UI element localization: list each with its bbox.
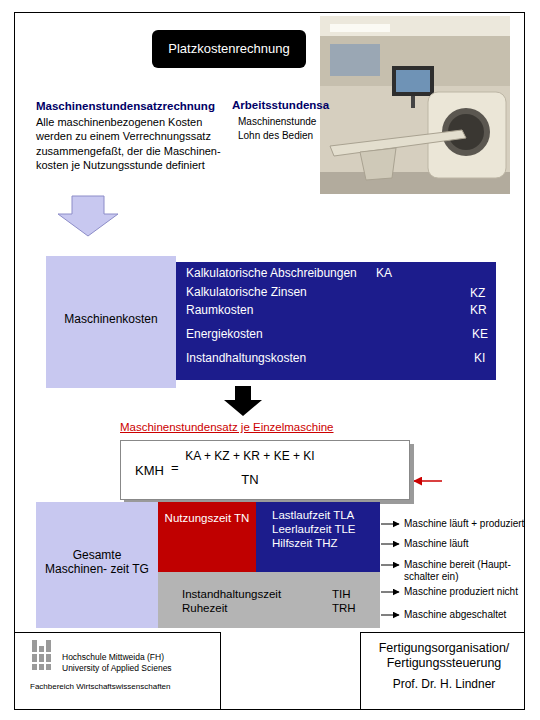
photo-table-base — [360, 148, 396, 180]
node-text: Energiekosten — [186, 327, 263, 341]
state-arrow — [381, 615, 399, 616]
state-arrow — [381, 565, 399, 566]
node-text: Leerlaufzeit TLE — [272, 523, 356, 537]
photo-table-top — [330, 130, 466, 156]
node-text: KA — [376, 266, 392, 280]
node-text: Hilfszeit THZ — [272, 537, 338, 551]
block-arrow-down — [224, 386, 262, 416]
section-heading: Maschinenstundensatzrechnung — [36, 100, 215, 114]
footer-rule — [360, 632, 361, 710]
node-text: KZ — [470, 286, 485, 300]
photo-window — [330, 44, 380, 76]
formula-heading: Maschinenstundensatz je Einzelmaschine — [120, 421, 334, 435]
photo-background — [320, 16, 510, 194]
formula-box: KMH =KA + KZ + KR + KE + KI TN — [120, 440, 410, 500]
node-text: KR — [470, 303, 487, 317]
block-arrow-down — [58, 196, 118, 236]
footer-rule — [360, 632, 524, 633]
state-note: Maschine bereit (Haupt- schalter ein) — [404, 559, 522, 583]
course-title: Fertigungsorganisation/ Fertigungssteuer… — [366, 641, 522, 671]
photo-ceiling-light — [330, 24, 390, 32]
ct-scanner-photo — [320, 16, 510, 194]
logo-bar — [39, 646, 44, 670]
idle-time-box: Instandhaltungszeit TIH Ruhezeit TRH — [158, 572, 380, 628]
node-text: KI — [474, 351, 485, 365]
institution-name: University of Applied Scienes — [62, 663, 172, 673]
node-text: Raumkosten — [186, 303, 253, 317]
description-text: Alle maschinenbezogenen Kosten werden zu… — [36, 115, 236, 172]
section-heading: Arbeitsstundensa — [232, 99, 329, 113]
description-text: Maschinenstunde — [238, 116, 316, 128]
author-name: Prof. Dr. H. Lindner — [366, 677, 522, 691]
pointer-arrow — [414, 480, 442, 482]
node-text: Platzkostenrechnung — [152, 41, 306, 57]
state-arrow — [381, 524, 399, 525]
department-name: Fachbereich Wirtschaftswissenschaften — [30, 682, 171, 692]
state-note: Maschine läuft + produziert — [404, 518, 524, 530]
logo-bar — [46, 640, 51, 670]
page-border — [15, 13, 525, 710]
node-text: Gesamte Maschinen- zeit TG — [40, 548, 154, 577]
description-text: Lohn des Bedien — [238, 130, 313, 142]
node-text: TRH — [332, 602, 356, 616]
node-text: Instandhaltungszeit — [182, 588, 281, 602]
time-total-box: Gesamte Maschinen- zeit TG — [36, 502, 158, 628]
photo-monitor-arm — [411, 96, 415, 108]
node-text: = — [171, 460, 179, 476]
node-text: KE — [472, 327, 488, 341]
node-text: Lastlaufzeit TLA — [272, 509, 354, 523]
university-logo — [30, 640, 53, 670]
node-text: Kalkulatorische Zinsen — [186, 285, 307, 299]
run-time-box: Lastlaufzeit TLALeerlaufzeit TLEHilfszei… — [256, 502, 380, 572]
node-text: Nutzungszeit TN — [158, 512, 256, 526]
state-note: Maschine produziert nicht — [404, 586, 518, 598]
node-text: TIH — [332, 588, 351, 602]
title-box: Platzkostenrechnung — [152, 30, 306, 68]
usage-time-box: Nutzungszeit TN — [158, 502, 256, 572]
node-text: Instandhaltungskosten — [186, 351, 306, 365]
cost-list-box: Kalkulatorische Abschreibungen KA Kalkulat… — [176, 262, 496, 380]
node-text: TN — [179, 472, 321, 488]
state-note: Maschine abgeschaltet — [404, 609, 506, 621]
footer-rule — [14, 632, 220, 633]
node-text: Kalkulatorische Abschreibungen — [186, 266, 357, 280]
logo-bar — [32, 640, 37, 670]
state-note: Maschine läuft — [404, 538, 468, 550]
logo-gap — [30, 652, 53, 654]
footer-rule — [220, 632, 221, 710]
photo-monitor-screen — [396, 70, 430, 92]
node-text: KMH — [135, 463, 164, 479]
photo-monitor — [392, 66, 434, 96]
category-box: Maschinenkosten — [46, 256, 176, 388]
logo-gap — [30, 662, 53, 664]
node-text: Ruhezeit — [182, 602, 227, 616]
node-text: Maschinenkosten — [50, 312, 172, 326]
photo-ceiling — [320, 16, 510, 36]
node-text: KA + KZ + KR + KE + KI — [179, 449, 321, 463]
state-arrow — [381, 544, 399, 545]
institution-name: Hochschule Mittweida (FH) — [62, 652, 164, 662]
state-arrow — [381, 592, 399, 593]
